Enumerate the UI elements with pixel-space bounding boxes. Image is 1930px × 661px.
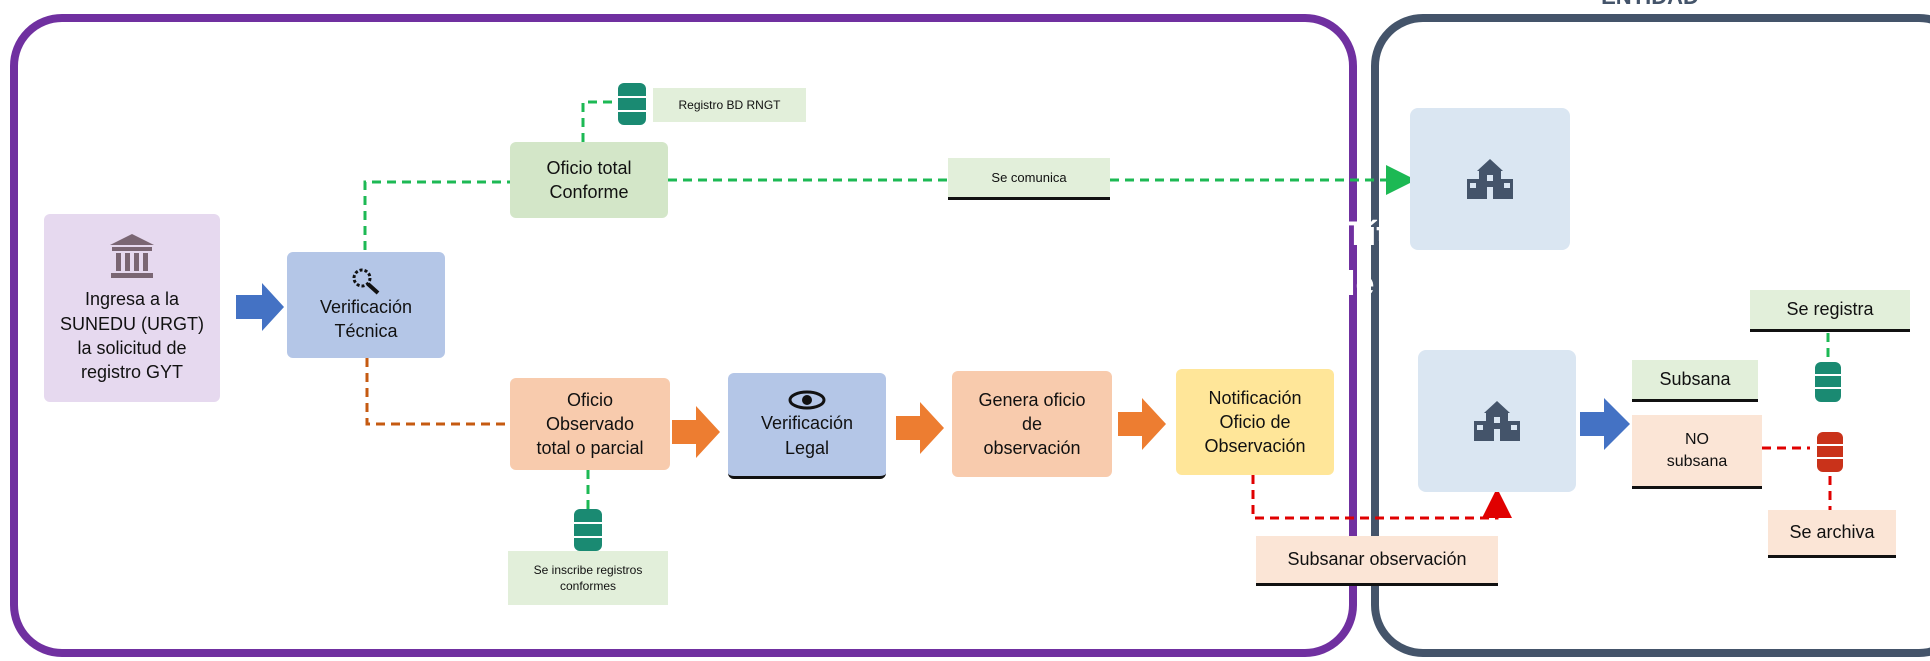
node-observado-line-3: total o parcial	[536, 438, 644, 459]
entidad-school-top	[1410, 108, 1570, 250]
arrow-orange-3	[1118, 398, 1166, 450]
eye-icon	[787, 389, 827, 411]
line-vt-to-conforme	[363, 180, 510, 250]
arrow-blue-1	[236, 283, 284, 331]
node-ingreso-line-3: la solicitud de	[77, 338, 187, 358]
label-se-archiva: Se archiva	[1768, 510, 1896, 558]
database-icon	[614, 80, 650, 128]
school-icon	[1465, 157, 1515, 201]
node-ingreso: Ingresa a la SUNEDU (URGT) la solicitud …	[44, 214, 220, 402]
label-no-subsana-line-2: subsana	[1666, 452, 1728, 470]
entidad-panel	[1371, 14, 1930, 657]
node-genera-line-1: Genera oficio	[978, 389, 1086, 410]
database-icon	[570, 506, 606, 554]
label-se-inscribe: Se inscribe registros conformes	[508, 551, 668, 605]
node-vt-line-1: Verificación	[319, 296, 413, 317]
node-genera-line-2: de	[1021, 413, 1043, 434]
label-se-inscribe-line-1: Se inscribe registros	[533, 562, 643, 577]
label-se-registra: Se registra	[1750, 290, 1910, 332]
ghost-text-le: le	[1346, 265, 1375, 303]
arrow-orange-2	[896, 402, 944, 454]
node-genera-line-3: observación	[983, 438, 1081, 459]
node-verificacion-legal: Verificación Legal	[728, 373, 886, 479]
arrow-blue-2	[1580, 398, 1630, 450]
node-verificacion-tecnica: Verificación Técnica	[287, 252, 445, 358]
label-no-subsana: NO subsana	[1632, 415, 1762, 489]
entidad-header: ENTIDAD	[1570, 0, 1730, 10]
magnifier-icon	[350, 267, 382, 295]
node-oficio-observado: Oficio Observado total o parcial	[510, 378, 670, 470]
institution-icon	[107, 231, 157, 281]
node-ingreso-line-2: SUNEDU (URGT)	[60, 313, 204, 334]
node-vt-line-2: Técnica	[334, 321, 398, 341]
node-ingreso-line-1: Ingresa a la	[84, 289, 180, 310]
node-vl-line-1: Verificación	[760, 413, 854, 434]
label-se-comunica: Se comunica	[948, 158, 1110, 200]
sunedu-panel	[10, 14, 1357, 657]
line-notificacion-to-school	[1251, 475, 1512, 520]
label-registro-bd: Registro BD RNGT	[653, 88, 806, 122]
label-subsanar-observacion: Subsanar observación	[1256, 536, 1498, 586]
label-se-inscribe-line-2: conformes	[559, 579, 617, 593]
node-observado-line-2: Observado	[545, 413, 635, 434]
arrow-orange-1	[672, 406, 720, 458]
node-notif-line-2: Oficio de	[1219, 411, 1291, 432]
database-icon	[1811, 358, 1845, 406]
node-genera-oficio: Genera oficio de observación	[952, 371, 1112, 477]
node-ingreso-line-4: registro GYT	[80, 362, 184, 383]
node-oficio-conforme: Oficio total Conforme	[510, 142, 668, 218]
entidad-school-bottom	[1418, 350, 1576, 492]
node-notif-line-3: Observación	[1204, 436, 1306, 457]
line-vt-to-observado	[365, 358, 510, 426]
label-subsana: Subsana	[1632, 360, 1758, 402]
node-notificacion: Notificación Oficio de Observación	[1176, 369, 1334, 475]
school-icon	[1472, 399, 1522, 443]
node-vl-line-2: Legal	[784, 437, 830, 458]
node-observado-line-1: Oficio	[566, 389, 613, 410]
node-notif-line-1: Notificación	[1208, 387, 1302, 408]
database-icon	[1813, 428, 1847, 476]
node-conforme-line-1: Oficio total	[546, 157, 632, 178]
node-conforme-line-2: Conforme	[549, 182, 629, 202]
line-conforme-to-registro	[581, 100, 613, 142]
label-no-subsana-line-1: NO	[1685, 430, 1709, 448]
